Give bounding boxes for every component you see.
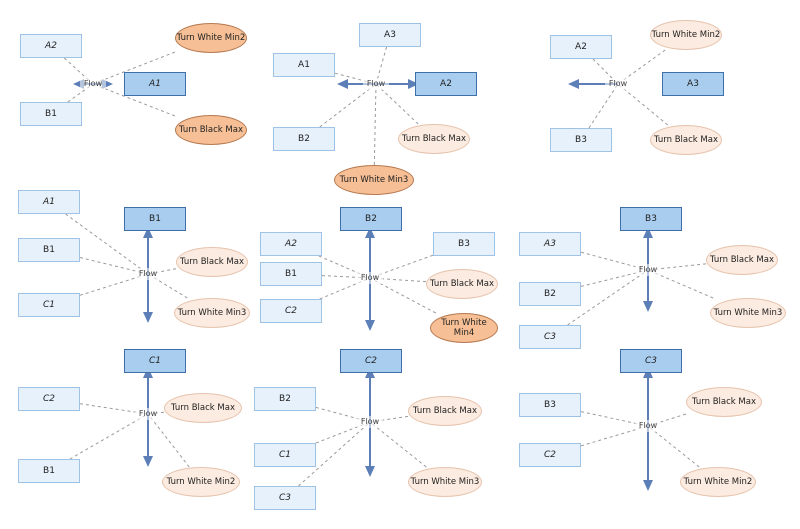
state-box-c1: C1	[254, 443, 316, 467]
flow-hub-label: Flow	[135, 408, 161, 420]
focus-state-box-c1: C1	[124, 349, 186, 373]
focus-state-box-c3: C3	[620, 349, 682, 373]
flow-arrowhead	[365, 227, 375, 238]
action-ellipse-turn-white-min2: Turn White Min2	[162, 467, 240, 497]
state-box-c3: C3	[254, 486, 316, 510]
focus-action-ellipse-turn-white-min4: Turn White Min4	[430, 313, 498, 343]
dashed-connector	[369, 421, 427, 468]
focus-state-box-b1: B1	[124, 207, 186, 231]
flow-hub-label: Flow	[363, 78, 389, 90]
flow-arrowhead	[643, 227, 653, 238]
state-box-b3: B3	[519, 393, 581, 417]
flow-hub-label: Flow	[635, 264, 661, 276]
flow-arrowhead	[143, 456, 153, 467]
dashed-connector	[298, 421, 371, 487]
dashed-connector	[69, 413, 149, 460]
dashed-connector	[647, 425, 700, 468]
focus-action-ellipse-turn-white-min3: Turn White Min3	[334, 165, 414, 195]
flow-hub-label: Flow	[135, 268, 161, 280]
dashed-connector	[375, 46, 388, 85]
action-ellipse-turn-black-max: Turn Black Max	[408, 396, 482, 426]
action-ellipse-turn-black-max: Turn Black Max	[164, 393, 242, 423]
dashed-connector	[373, 83, 377, 166]
action-ellipse-turn-white-min3: Turn White Min3	[710, 298, 786, 328]
flow-hub-label: Flow	[605, 78, 631, 90]
state-box-b1: B1	[18, 238, 80, 262]
state-box-b1: B1	[20, 102, 82, 126]
state-box-a1: A1	[273, 53, 335, 77]
dashed-connector	[567, 269, 649, 326]
focus-state-box-b2: B2	[340, 207, 402, 231]
flow-arrowhead	[568, 79, 579, 89]
state-box-b2: B2	[273, 127, 335, 151]
focus-state-box-b3: B3	[620, 207, 682, 231]
state-box-b3: B3	[433, 232, 495, 256]
action-ellipse-turn-black-max: Turn Black Max	[426, 269, 498, 299]
dashed-connector	[321, 275, 371, 279]
dashed-connector	[375, 83, 419, 125]
action-ellipse-turn-black-max: Turn Black Max	[650, 125, 722, 155]
focus-state-box-c2: C2	[340, 349, 402, 373]
action-ellipse-turn-white-min2: Turn White Min2	[650, 20, 722, 50]
state-box-a3: A3	[519, 232, 581, 256]
state-box-c3: C3	[519, 325, 581, 349]
dashed-connector	[334, 72, 377, 85]
state-box-b2: B2	[254, 387, 316, 411]
state-box-b1: B1	[260, 262, 322, 286]
dashed-connector	[647, 413, 687, 427]
flow-hub-label: Flow	[357, 416, 383, 428]
state-box-a2: A2	[260, 232, 322, 256]
focus-state-box-a3: A3	[662, 72, 724, 96]
dashed-connector	[92, 83, 176, 117]
state-box-b3: B3	[550, 128, 612, 152]
state-box-a3: A3	[359, 23, 421, 47]
flow-arrowhead	[408, 79, 419, 89]
action-ellipse-turn-white-min3: Turn White Min3	[408, 467, 482, 497]
dashed-connector	[617, 83, 669, 126]
flow-arrowhead	[143, 312, 153, 323]
action-ellipse-turn-white-min3: Turn White Min3	[174, 298, 250, 328]
flow-hub-label: Flow	[357, 272, 383, 284]
state-box-c2: C2	[260, 299, 322, 323]
state-box-a2: A2	[20, 34, 82, 58]
action-ellipse-turn-black-max: Turn Black Max	[398, 124, 470, 154]
flow-hub-label: Flow	[635, 420, 661, 432]
dashed-connector	[92, 51, 176, 85]
dashed-connector	[588, 83, 619, 129]
state-box-c2: C2	[18, 387, 80, 411]
action-ellipse-turn-black-max: Turn Black Max	[176, 247, 248, 277]
flow-arrowhead	[365, 466, 375, 477]
flow-arrowhead	[143, 227, 153, 238]
state-box-a1: A1	[18, 190, 80, 214]
flow-arrowhead	[643, 301, 653, 312]
flow-arrowhead	[643, 480, 653, 491]
flow-hub-label: Flow	[80, 78, 106, 90]
flow-arrowhead	[337, 79, 348, 89]
dashed-connector	[65, 213, 149, 275]
focus-state-box-a2: A2	[415, 72, 477, 96]
state-box-b1: B1	[18, 459, 80, 483]
action-ellipse-turn-black-max: Turn Black Max	[706, 245, 778, 275]
dashed-connector	[147, 268, 177, 275]
state-box-a2: A2	[550, 35, 612, 59]
action-ellipse-turn-black-max: Turn Black Max	[686, 387, 762, 417]
focus-action-ellipse-turn-black-max: Turn Black Max	[175, 115, 247, 145]
dashed-connector	[319, 83, 377, 128]
dashed-connector	[147, 413, 190, 468]
state-box-c2: C2	[519, 443, 581, 467]
state-box-c1: C1	[18, 293, 80, 317]
action-ellipse-turn-white-min2: Turn White Min2	[680, 467, 756, 497]
focus-action-ellipse-turn-white-min2: Turn White Min2	[175, 23, 247, 53]
flow-arrowhead	[365, 320, 375, 331]
focus-state-box-a1: A1	[124, 72, 186, 96]
state-box-b2: B2	[519, 282, 581, 306]
